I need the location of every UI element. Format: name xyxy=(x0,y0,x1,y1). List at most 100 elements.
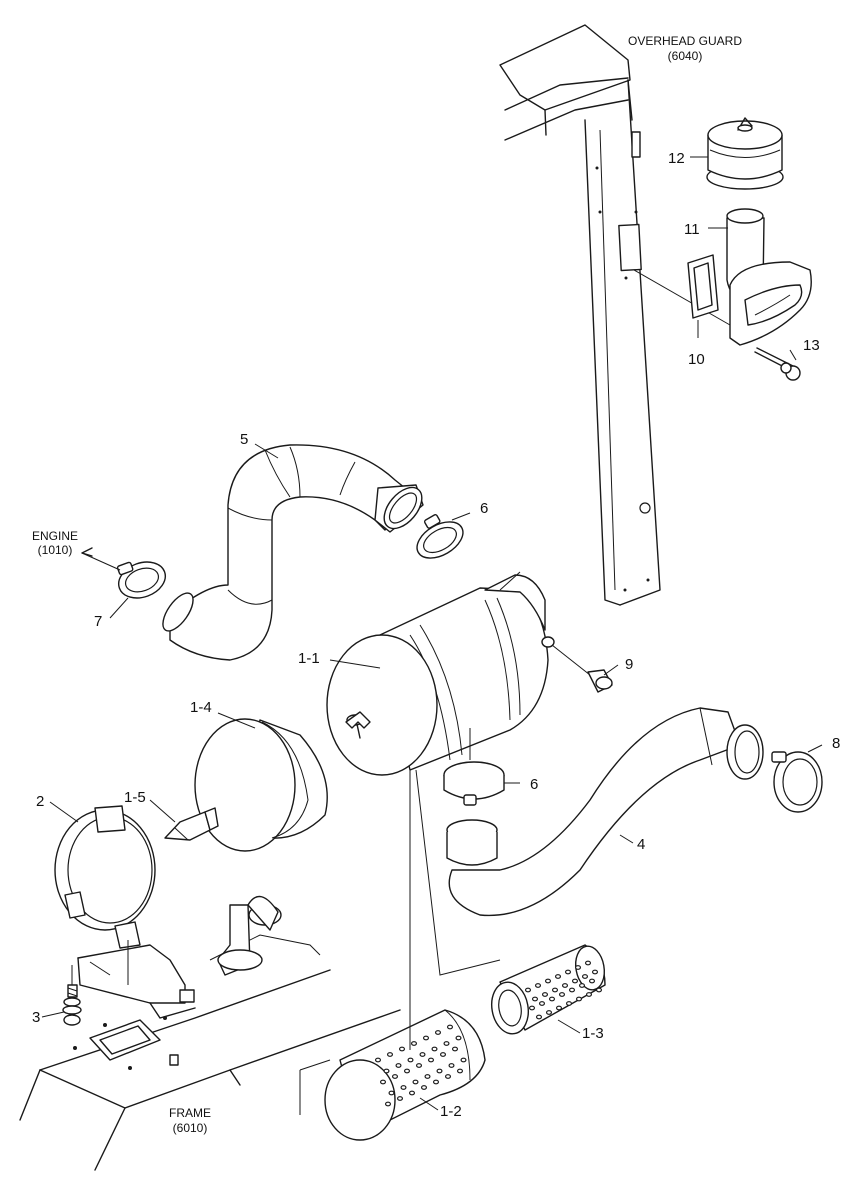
leader-lines xyxy=(41,156,823,1111)
label-3: 3 xyxy=(32,1009,40,1026)
perforation-hole xyxy=(538,1001,545,1006)
label-1-4: 1-4 xyxy=(190,699,212,716)
perforation-hole xyxy=(452,1046,459,1052)
engine-code: (1010) xyxy=(38,543,73,557)
perforation-hole xyxy=(585,992,592,997)
perforation-hole xyxy=(524,987,531,993)
label-1-5: 1-5 xyxy=(124,789,146,806)
perforation-hole xyxy=(380,1079,387,1085)
part-labels: 12 11 10 13 5 6 7 9 1-1 1-4 8 6 1-5 2 4 … xyxy=(32,150,840,1120)
perforation-hole xyxy=(424,1074,431,1079)
perforation-hole xyxy=(392,1074,399,1079)
perforation-hole xyxy=(404,1068,411,1074)
perforation-hole xyxy=(528,1005,535,1011)
perforation-hole xyxy=(555,1005,562,1011)
label-5: 5 xyxy=(240,431,248,448)
perforation-hole xyxy=(554,974,561,979)
perforation-hole xyxy=(544,978,551,984)
perforation-hole xyxy=(423,1035,430,1041)
intake-duct xyxy=(726,208,812,346)
mounting-plate xyxy=(77,934,321,1019)
perforation-hole xyxy=(388,1090,395,1096)
label-12: 12 xyxy=(668,150,685,167)
perforation-hole xyxy=(561,983,568,988)
label-4: 4 xyxy=(637,836,645,853)
perforation-hole xyxy=(574,965,581,970)
perforation-hole xyxy=(412,1079,419,1085)
perforation-hole xyxy=(455,1035,462,1041)
perforation-hole xyxy=(440,1052,447,1057)
perforation-hole xyxy=(431,1046,438,1052)
perforation-hole xyxy=(564,969,571,975)
perforation-hole xyxy=(436,1068,443,1074)
perforation-hole xyxy=(584,960,591,966)
outer-filter-element xyxy=(324,1009,486,1141)
intake-hose-lower xyxy=(446,707,764,917)
perforation-hole xyxy=(535,1014,542,1020)
callouts: OVERHEAD GUARD (6040) ENGINE (1010) FRAM… xyxy=(32,34,742,1135)
perforation-hole xyxy=(395,1063,402,1068)
perforation-hole xyxy=(541,992,548,997)
gasket xyxy=(687,254,719,319)
label-6-lower: 6 xyxy=(530,776,538,793)
label-9: 9 xyxy=(625,656,633,673)
hose-clamp-engine xyxy=(116,561,166,599)
perforation-hole xyxy=(397,1096,404,1101)
perforation-hole xyxy=(447,1024,454,1030)
label-6-upper: 6 xyxy=(480,500,488,517)
perforation-hole xyxy=(400,1085,407,1090)
vacuator-valve xyxy=(551,644,613,693)
label-1-3: 1-3 xyxy=(582,1025,604,1042)
frame-code: (6010) xyxy=(173,1121,208,1135)
bolt xyxy=(754,347,801,381)
perforation-hole xyxy=(595,987,602,993)
assembly-bracket xyxy=(299,769,501,1115)
perforation-hole xyxy=(433,1079,440,1085)
perforation-hole xyxy=(575,996,582,1002)
perforation-hole xyxy=(448,1063,455,1068)
perforation-hole xyxy=(460,1057,467,1063)
label-8: 8 xyxy=(832,735,840,752)
label-10: 10 xyxy=(688,351,705,368)
perforation-hole xyxy=(407,1057,414,1063)
perforation-hole xyxy=(443,1041,450,1046)
perforation-hole xyxy=(551,987,558,993)
label-1-1: 1-1 xyxy=(298,650,320,667)
hose-clamp-right xyxy=(771,751,823,813)
evacuator-nozzle xyxy=(164,807,219,841)
perforation-hole xyxy=(568,987,575,993)
hose-clamp-upper xyxy=(416,514,464,559)
hose-clamp-lower xyxy=(443,728,505,806)
perforation-hole xyxy=(578,983,585,988)
overhead-guard xyxy=(499,24,731,606)
label-13: 13 xyxy=(803,337,820,354)
perforation-hole xyxy=(457,1068,464,1074)
perforation-hole xyxy=(571,978,578,984)
bolt-washer-set xyxy=(62,965,82,1026)
intake-hose-upper xyxy=(162,444,424,661)
perforation-hole xyxy=(416,1063,423,1068)
perforation-hole xyxy=(445,1074,452,1079)
perforation-hole xyxy=(534,983,541,988)
perforation-hole xyxy=(387,1052,394,1057)
perforation-hole xyxy=(428,1057,435,1063)
engine-label: ENGINE xyxy=(32,529,78,543)
perforation-hole xyxy=(385,1101,392,1107)
frame xyxy=(19,895,401,1171)
perforation-hole xyxy=(545,1010,552,1015)
air-cleaner-cover xyxy=(194,718,328,852)
perforation-hole xyxy=(548,996,555,1002)
mounting-band xyxy=(54,805,156,985)
perforation-hole xyxy=(399,1046,406,1052)
overhead-guard-label: OVERHEAD GUARD xyxy=(628,34,742,48)
perforation-hole xyxy=(588,978,595,984)
inner-filter-element xyxy=(491,944,606,1035)
perforation-hole xyxy=(375,1057,382,1063)
frame-label: FRAME xyxy=(169,1106,211,1120)
label-7: 7 xyxy=(94,613,102,630)
overhead-guard-code: (6040) xyxy=(668,49,703,63)
perforation-hole xyxy=(435,1030,442,1035)
perforation-hole xyxy=(558,992,565,997)
pre-cleaner-cap xyxy=(706,117,784,190)
